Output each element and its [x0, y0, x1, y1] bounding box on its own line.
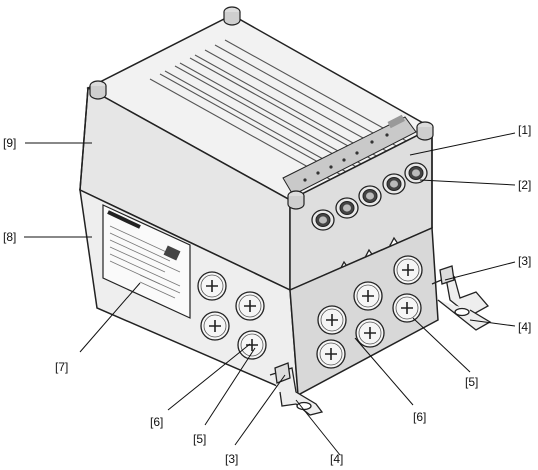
screw-plug	[235, 291, 265, 321]
callout-label-8: [8]	[3, 230, 17, 244]
corner-post	[89, 80, 107, 100]
callout-label-5-bottom: [5]	[193, 432, 207, 446]
callout-label-6-right: [6]	[413, 410, 427, 424]
screw-plug	[353, 281, 383, 311]
corner-post	[223, 6, 241, 26]
screw-plug	[393, 255, 423, 285]
screw-plug	[392, 293, 422, 323]
callout-label-9: [9]	[3, 136, 17, 150]
callout-label-3-bottom: [3]	[225, 452, 239, 466]
leader-lines	[24, 132, 516, 456]
led-indicators	[303, 133, 389, 182]
screw-plug	[316, 339, 346, 369]
callout-label-7: [7]	[55, 360, 69, 374]
cooling-fins	[149, 39, 411, 183]
callout-label-3-right: [3]	[518, 254, 532, 268]
callout-label-6-bottom: [6]	[150, 415, 164, 429]
mounting-bracket-front	[269, 362, 324, 416]
connector-gland	[311, 209, 335, 231]
callout-label-2: [2]	[518, 178, 532, 192]
callout-label-5-right: [5]	[465, 375, 479, 389]
screw-plug	[197, 271, 227, 301]
screw-plug	[317, 305, 347, 335]
nameplate	[102, 204, 191, 319]
connector-gland	[335, 197, 359, 219]
connector-gland	[358, 185, 382, 207]
mounting-bracket-right	[431, 265, 492, 331]
callout-label-1: [1]	[518, 123, 532, 137]
callout-label-4-right: [4]	[518, 320, 532, 334]
callout-label-4-bottom: [4]	[330, 452, 344, 466]
corner-post	[416, 121, 434, 141]
corner-post	[287, 190, 305, 210]
connector-gland	[382, 173, 406, 195]
screw-plug	[200, 311, 230, 341]
screw-plug	[237, 330, 267, 360]
screw-plug	[355, 318, 385, 348]
led-strip	[282, 116, 417, 196]
